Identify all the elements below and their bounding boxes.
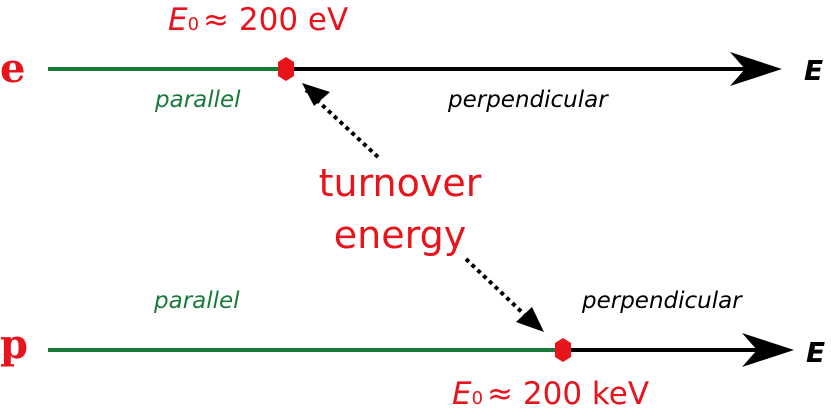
callout-arrow-to-proton	[464, 257, 530, 320]
callout-arrowhead-proton	[516, 307, 544, 332]
proton-energy-subscript: 0	[472, 388, 483, 409]
electron-energy-symbol: E	[168, 2, 188, 38]
proton-perpendicular-label: perpendicular	[581, 288, 743, 314]
proton-turnover-value: ≈ 200 keV	[487, 376, 649, 411]
proton-axis-label: E	[806, 336, 825, 369]
electron-turnover-energy: E0≈ 200 eV	[168, 2, 348, 38]
electron-perpendicular-label: perpendicular	[447, 87, 609, 113]
electron-turnover-value: ≈ 200 eV	[203, 2, 348, 38]
callout-line1: turnover	[319, 161, 482, 205]
proton-energy-symbol: E	[452, 376, 472, 411]
proton-turnover-marker	[555, 338, 571, 362]
proton-axis-arrowhead	[742, 333, 794, 367]
proton-label: p	[0, 321, 28, 368]
electron-turnover-marker	[278, 57, 294, 81]
proton-turnover-energy: E0≈ 200 keV	[452, 376, 649, 411]
callout-arrowhead-electron	[302, 83, 330, 106]
electron-axis-label: E	[804, 54, 823, 87]
proton-parallel-label: parallel	[153, 288, 240, 314]
electron-label: e	[0, 45, 25, 92]
callout-line2: energy	[334, 213, 466, 257]
electron-axis-arrowhead	[730, 52, 782, 86]
electron-energy-subscript: 0	[188, 14, 199, 35]
electron-parallel-label: parallel	[154, 87, 241, 113]
